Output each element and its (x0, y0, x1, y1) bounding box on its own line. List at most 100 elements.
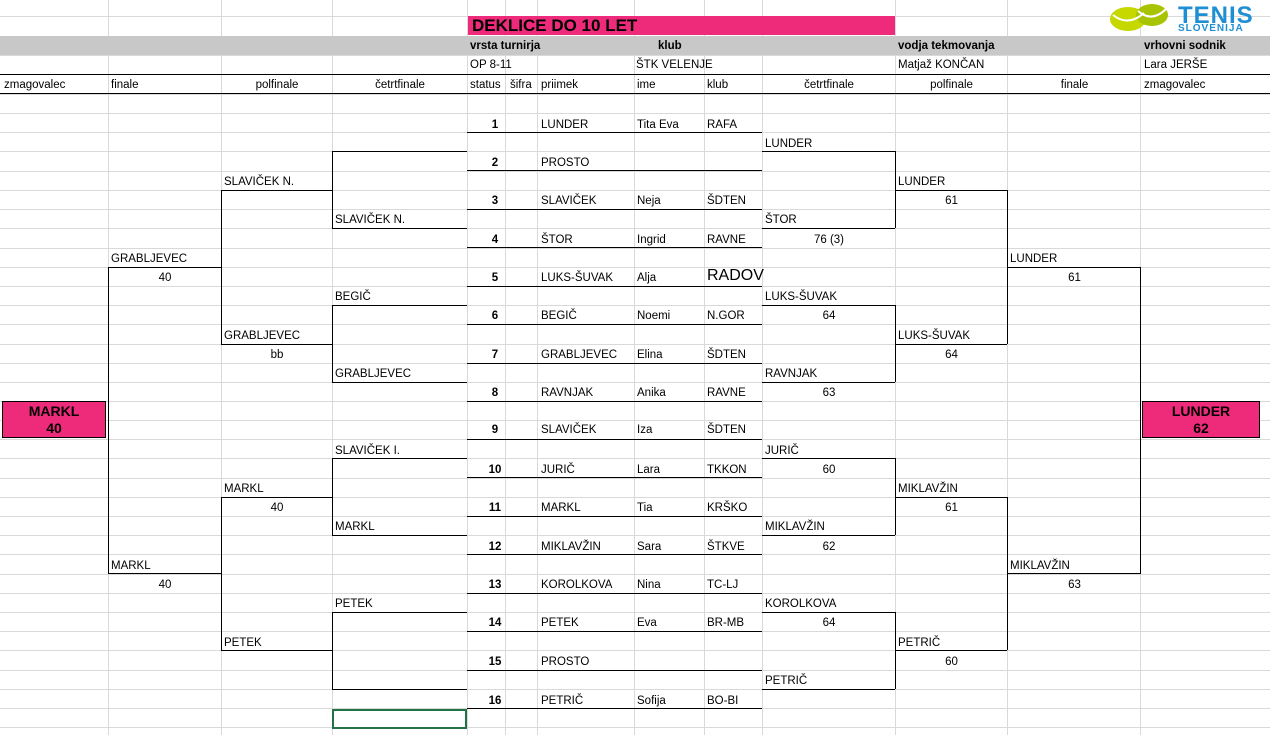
player-name: Sara (637, 541, 662, 553)
selected-cell[interactable] (332, 709, 467, 729)
right-sf-name: MIKLAVŽIN (898, 483, 958, 495)
left-final-name: GRABLJEVEC (111, 253, 188, 265)
right-qf-score: 63 (822, 387, 836, 399)
header-sifra: šifra (510, 79, 532, 91)
logo-subword: SLOVENIJA (1178, 23, 1244, 34)
player-surname: PROSTO (541, 656, 590, 668)
player-surname: KOROLKOVA (541, 579, 613, 591)
right-final-name: LUNDER (1010, 253, 1058, 265)
left-qf-name: SLAVIČEK I. (335, 445, 400, 457)
vodja-label: vodja tekmovanja (898, 40, 995, 52)
right-qf-name: LUKS-ŠUVAK (765, 291, 838, 303)
player-name: Elina (637, 349, 663, 361)
seed-number: 3 (491, 195, 499, 207)
header-polfinale-right: polfinale (930, 79, 973, 91)
header-finale-right: finale (1060, 79, 1089, 91)
seed-number: 4 (491, 234, 499, 246)
right-qf-score: 62 (822, 541, 836, 553)
left-sf-name: SLAVIČEK N. (224, 176, 295, 188)
player-club: ŠTKVE (707, 541, 745, 553)
player-name: Sofija (637, 695, 666, 707)
vrsta-label: vrsta turnirja (470, 40, 541, 52)
header-polfinale-left: polfinale (255, 79, 299, 91)
right-sf-score: 60 (945, 656, 958, 668)
left-winner-score: 40 (46, 420, 62, 436)
player-name: Eva (637, 617, 657, 629)
player-club: TC-LJ (707, 579, 739, 591)
player-surname: PETEK (541, 617, 579, 629)
right-qf-name: LUNDER (765, 138, 813, 150)
player-name: Neja (637, 195, 661, 207)
seed-number: 12 (488, 541, 502, 553)
header-zmagovalec-right: zmagovalec (1144, 79, 1206, 91)
vodja-value: Matjaž KONČAN (898, 59, 985, 71)
player-club: ŠDTEN (707, 424, 746, 436)
tenis-slovenija-logo: TENIS SLOVENIJA (1108, 1, 1258, 35)
header-finale-left: finale (111, 79, 139, 91)
player-club: TKKON (707, 464, 747, 476)
right-qf-score: 64 (822, 310, 836, 322)
left-qf-name: GRABLJEVEC (335, 368, 412, 380)
player-surname: ŠTOR (541, 234, 573, 246)
header-ime: ime (637, 79, 656, 91)
right-sf-name: PETRIČ (898, 637, 941, 649)
seed-number: 10 (488, 464, 502, 476)
player-name: Ingrid (637, 234, 666, 246)
seed-number: 13 (488, 579, 502, 591)
player-club: RADOV (707, 267, 764, 284)
left-qf-name: BEGIČ (335, 291, 371, 303)
player-name: Lara (637, 464, 661, 476)
player-surname: PETRIČ (541, 695, 584, 707)
seed-number: 15 (488, 656, 502, 668)
left-final-name: MARKL (111, 560, 151, 572)
player-club: RAVNE (707, 387, 746, 399)
player-club: BR-MB (707, 617, 745, 629)
sodnik-value: Lara JERŠE (1144, 59, 1208, 71)
player-name: Tia (637, 502, 653, 514)
tennis-ball-icon (1110, 4, 1168, 31)
left-qf-name: SLAVIČEK N. (335, 214, 406, 226)
player-club: ŠDTEN (707, 349, 746, 361)
player-name: Anika (637, 387, 666, 399)
header-cetrtfinale-left: četrtfinale (375, 79, 425, 91)
player-surname: PROSTO (541, 157, 590, 169)
right-sf-score: 61 (945, 502, 958, 514)
right-sf-name: LUNDER (898, 176, 946, 188)
right-qf-score: 64 (822, 617, 836, 629)
player-surname: SLAVIČEK (541, 195, 597, 207)
header-priimek: priimek (541, 79, 579, 91)
seed-number: 2 (491, 157, 499, 169)
player-name: Tita Eva (637, 119, 679, 131)
left-sf-name: PETEK (224, 637, 262, 649)
left-sf-name: GRABLJEVEC (224, 330, 301, 342)
right-qf-score: 60 (822, 464, 836, 476)
logo-word: TENIS (1178, 2, 1254, 29)
player-club: N.GOR (707, 310, 745, 322)
player-surname: BEGIČ (541, 310, 577, 322)
player-name: Alja (637, 272, 657, 284)
left-final-score: 40 (158, 272, 172, 284)
right-final-score: 63 (1068, 579, 1081, 591)
seed-number: 6 (491, 310, 499, 322)
right-qf-name: PETRIČ (765, 675, 808, 687)
right-sf-score: 64 (945, 349, 958, 361)
player-surname: MARKL (541, 502, 581, 514)
player-surname: LUKS-ŠUVAK (541, 272, 614, 284)
player-surname: MIKLAVŽIN (541, 541, 601, 553)
klub-label: klub (658, 40, 682, 52)
player-surname: RAVNJAK (541, 387, 594, 399)
klub-value: ŠTK VELENJE (636, 59, 713, 71)
seed-number: 9 (491, 424, 499, 436)
right-qf-score: 76 (3) (813, 234, 845, 246)
right-winner-cell: LUNDER 62 (1142, 401, 1260, 438)
player-name: Iza (637, 424, 653, 436)
seed-number: 11 (488, 502, 502, 514)
left-sf-score: bb (270, 349, 284, 361)
right-winner-score: 62 (1193, 420, 1209, 436)
left-qf-name: PETEK (335, 598, 373, 610)
player-club: RAFA (707, 119, 738, 131)
left-winner-cell: MARKL 40 (2, 401, 106, 438)
right-final-name: MIKLAVŽIN (1010, 560, 1070, 572)
